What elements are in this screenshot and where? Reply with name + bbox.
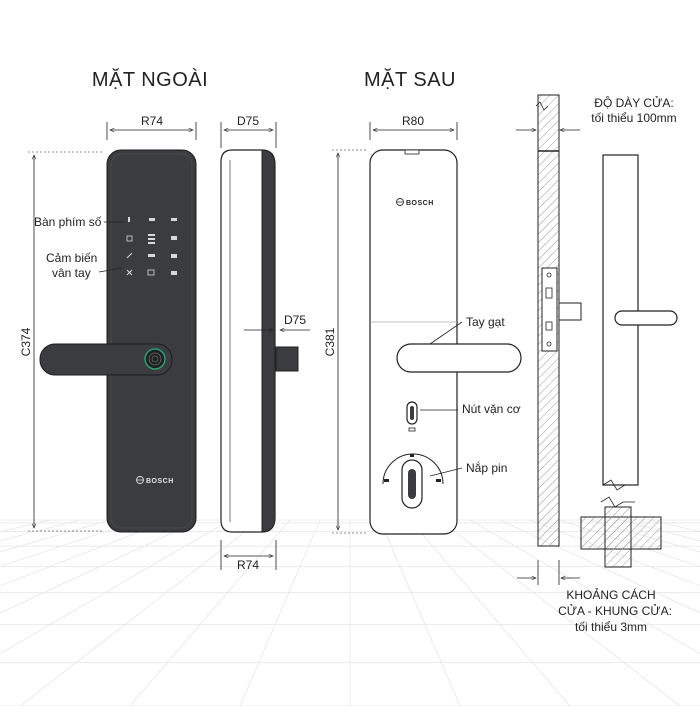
side-handle-stub (275, 346, 299, 372)
handle-depth-dimension: D75 (284, 313, 306, 327)
back-width-dimension: R80 (402, 114, 424, 128)
door-thickness-line1: ĐỘ DÀY CỬA: (594, 95, 673, 110)
door-section-view: ĐỘ DÀY CỬA: tối thiểu 100mm KHOẢNG CÁCH … (516, 94, 678, 634)
front-title: MẶT NGOÀI (92, 68, 208, 91)
back-lever (396, 343, 522, 373)
lever-label: Tay gạt (466, 315, 505, 329)
back-title: MẶT SAU (364, 68, 456, 91)
fingerprint-label-line1: Cảm biến (46, 251, 97, 265)
gap-label-line1: KHOẢNG CÁCH (566, 587, 655, 602)
mechanical-knob-label: Nút vặn cơ (462, 402, 521, 416)
bosch-logo-icon (136, 476, 144, 484)
side-view: D75 D75 R74 (220, 114, 310, 572)
battery-cover-label: Nắp pin (466, 460, 507, 475)
keypad-label: Bàn phím số (34, 215, 102, 229)
front-height-dimension: C374 (19, 327, 33, 356)
front-handle (39, 343, 173, 376)
keypad (126, 217, 177, 276)
door-thickness-line2: tối thiểu 100mm (591, 111, 676, 125)
side-depth-dimension: D75 (237, 114, 259, 128)
gap-label-line3: tối thiểu 3mm (575, 620, 647, 634)
front-width-dimension: R74 (141, 114, 163, 128)
side-bottom-width-dimension: R74 (237, 558, 259, 572)
back-view: R80 C381 BOSCH Tay gạt Nút vặn cơ Nắp p (323, 114, 522, 535)
fingerprint-label-line2: vân tay (52, 266, 91, 280)
front-view: R74 C374 (19, 114, 197, 533)
back-bosch-logo-icon (396, 198, 404, 206)
floor-grid (0, 519, 700, 706)
gap-label-line2: CỬA - KHUNG CỬA: (558, 603, 672, 618)
back-brand-logo: BOSCH (406, 200, 434, 207)
back-height-dimension: C381 (323, 327, 337, 356)
front-brand-logo: BOSCH (146, 478, 174, 485)
front-lock-body (106, 149, 197, 533)
fingerprint-sensor-icon (144, 348, 166, 370)
